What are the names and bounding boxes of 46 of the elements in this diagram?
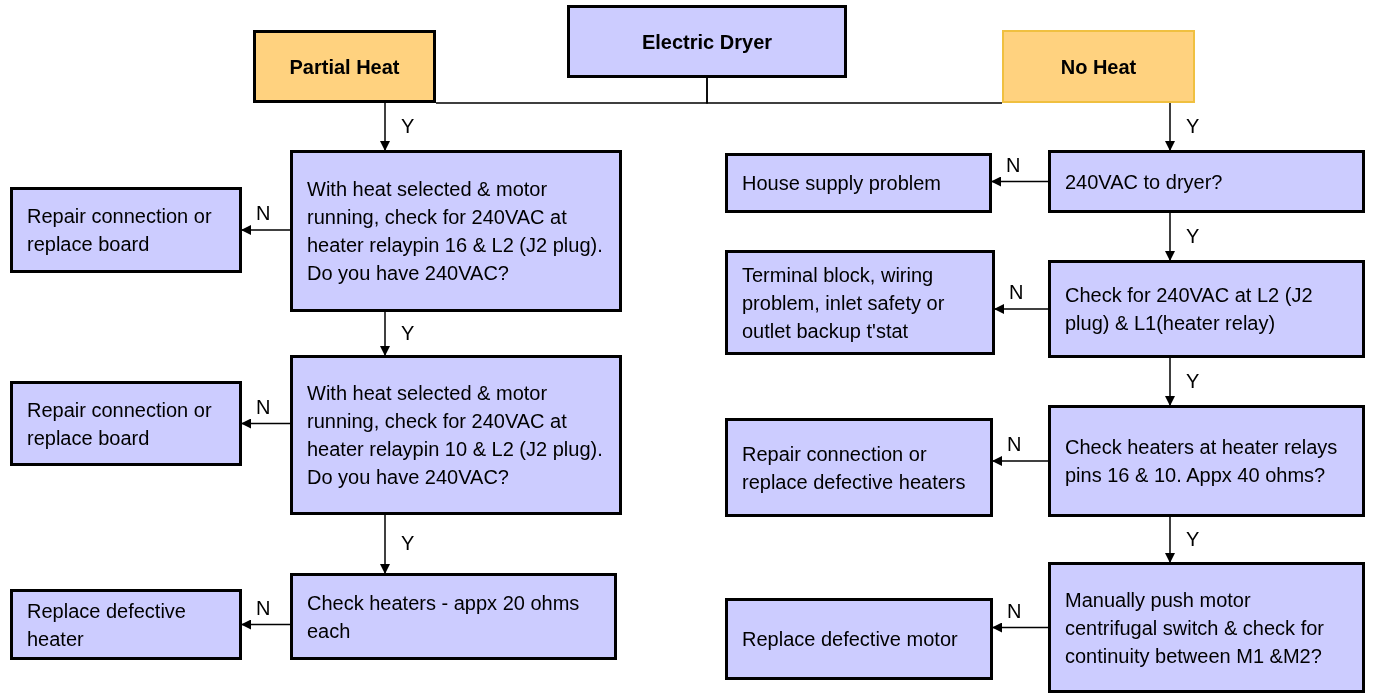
edge-label: Y bbox=[1186, 224, 1200, 247]
edge-label: Y bbox=[401, 532, 415, 554]
arrow bbox=[241, 619, 291, 630]
process-box: With heat selected & motor running, check for 240VAC at heater relaypin 10 & L2 (J2 plug). Do you have 240VAC? bbox=[290, 355, 622, 515]
edge-label: N bbox=[256, 395, 271, 418]
edge-label: N bbox=[1009, 281, 1024, 303]
edge-label: N bbox=[1006, 153, 1021, 176]
arrow bbox=[1165, 516, 1175, 563]
arrow bbox=[994, 304, 1049, 314]
process-box: Replace defective heater bbox=[10, 589, 242, 660]
arrow bbox=[1165, 102, 1175, 151]
arrow bbox=[380, 102, 390, 151]
edge-label: Y bbox=[1186, 369, 1200, 392]
heading-box: Electric Dryer bbox=[567, 5, 847, 78]
edge-label: N bbox=[256, 202, 271, 224]
edge-label: Y bbox=[401, 114, 415, 137]
process-box: Check for 240VAC at L2 (J2 plug) & L1(heater relay) bbox=[1048, 260, 1365, 358]
arrow bbox=[991, 176, 1049, 187]
edge-label: Y bbox=[1186, 114, 1200, 137]
process-box: With heat selected & motor running, check for 240VAC at heater relaypin 16 & L2 (J2 plug). Do you have 240VAC? bbox=[290, 150, 622, 312]
arrow bbox=[241, 418, 291, 429]
edge-label: N bbox=[1007, 433, 1022, 455]
arrow bbox=[1165, 212, 1175, 261]
arrow bbox=[1165, 357, 1175, 406]
process-box: Check heaters at heater relays pins 16 & 10. Appx 40 ohms? bbox=[1048, 405, 1365, 517]
arrow bbox=[992, 456, 1049, 466]
process-box: Replace defective motor bbox=[725, 598, 993, 680]
arrow bbox=[380, 311, 390, 356]
edge-label: N bbox=[1007, 599, 1022, 622]
process-box: Repair connection or replace board bbox=[10, 187, 242, 273]
process-box: House supply problem bbox=[725, 153, 992, 213]
arrow bbox=[992, 622, 1049, 633]
edge-label: N bbox=[256, 596, 271, 619]
arrow bbox=[241, 225, 291, 235]
process-box: 240VAC to dryer? bbox=[1048, 150, 1365, 213]
arrow bbox=[380, 514, 390, 574]
edge-label: Y bbox=[401, 321, 415, 344]
heading-box: No Heat bbox=[1002, 30, 1195, 103]
process-box: Repair connection or replace board bbox=[10, 381, 242, 466]
process-box: Manually push motor centrifugal switch & check for continuity between M1 &M2? bbox=[1048, 562, 1365, 693]
heading-box: Partial Heat bbox=[253, 30, 436, 103]
edge-label: Y bbox=[1186, 527, 1200, 550]
process-box: Check heaters - appx 20 ohms each bbox=[290, 573, 617, 660]
connector-line bbox=[706, 77, 1003, 104]
process-box: Terminal block, wiring problem, inlet safety or outlet backup t'stat bbox=[725, 250, 995, 355]
process-box: Repair connection or replace defective heaters bbox=[725, 418, 993, 517]
